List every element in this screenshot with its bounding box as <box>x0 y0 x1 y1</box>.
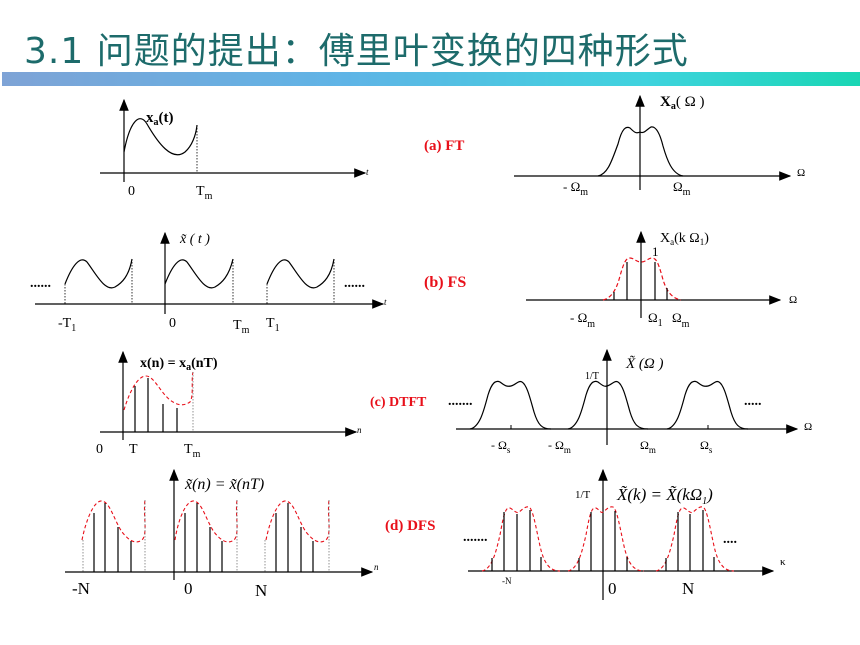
ellipsis-left: ....... <box>448 394 473 409</box>
peak-1-over-t: 1/T <box>575 489 591 501</box>
x-tilde-t-label: x̃ ( t ) <box>179 232 210 247</box>
axis-omega: Ω <box>804 421 812 433</box>
peak-value: 1 <box>652 244 659 259</box>
tick-omega-m: Ωm <box>672 310 690 330</box>
slide-title: 3.1 问题的提出：傅里叶变换的四种形式 <box>24 31 689 72</box>
xn-xa-nt-label: x(n) = xa(nT) <box>140 356 218 373</box>
ellipsis-right: ...... <box>344 276 365 291</box>
xa-k-omega1-label: Xa(k Ω1) <box>660 231 709 247</box>
tick-0: 0 <box>128 184 135 199</box>
axis-omega: Ω <box>797 167 805 179</box>
panel-c-time: x(n) = xa(nT) n 0 T Tm <box>96 350 362 460</box>
tick-t1: T1 <box>266 316 280 334</box>
panel-d-time: x̃(n) = x̃(nT) n -N 0 N <box>65 468 379 600</box>
label-d-dfs: (d) DFS <box>385 518 435 534</box>
xa-t-label: xa(t) <box>146 110 174 128</box>
panel-a-time: xa(t) t 0 Tm <box>100 98 369 202</box>
title-gradient-band <box>2 72 860 86</box>
tick-tm: Tm <box>233 318 250 336</box>
label-c-dtft: (c) DTFT <box>370 395 427 410</box>
panel-a-freq: Xa( Ω ) Ω - Ωm Ωm <box>514 94 805 198</box>
label-b-fs: (b) FS <box>424 274 466 291</box>
axis-kappa: κ <box>780 556 786 568</box>
tick-omega-1: Ω1 <box>648 310 663 329</box>
tick-n: N <box>682 579 694 598</box>
x-tilde-n-label: x̃(n) = x̃(nT) <box>184 476 264 493</box>
tick-neg-omega-s: - Ωs <box>491 438 511 455</box>
ellipsis-right: .... <box>723 532 737 547</box>
tick-neg-omega-m: - Ωm <box>570 310 595 330</box>
tick-tm: Tm <box>184 442 201 460</box>
tick-n: N <box>255 581 267 600</box>
tick-neg-omega-m: - Ωm <box>548 438 571 455</box>
tick-omega-s: Ωs <box>700 438 713 455</box>
tick-neg-omega-m: - Ωm <box>563 179 588 198</box>
tick-neg-t1: -T1 <box>58 316 76 334</box>
xa-omega-label: Xa( Ω ) <box>660 94 704 112</box>
axis-n: n <box>374 562 379 572</box>
panel-b-freq: Xa(k Ω1) 1 Ω - Ωm Ω1 Ωm <box>526 230 797 330</box>
ellipsis-right: ..... <box>744 394 762 409</box>
axis-omega: Ω <box>789 294 797 306</box>
tick-0: 0 <box>608 579 617 598</box>
axis-t: t <box>384 297 387 307</box>
x-tilde-omega-label: X̃ (Ω ) <box>625 356 664 372</box>
tick-tm: Tm <box>196 184 213 202</box>
axis-n: n <box>357 425 362 435</box>
panel-c-freq: ....... ..... X̃ (Ω ) 1/T Ω - Ωs - Ωm Ωm… <box>448 348 812 455</box>
panel-b-time: ...... ...... x̃ ( t ) t -T1 0 Tm T1 <box>30 231 387 336</box>
tick-neg-n: -N <box>502 576 512 586</box>
tick-t: T <box>129 442 138 457</box>
panel-d-freq: ....... .... X̃(k) = X̃(kΩ1) 1/T κ -N 0 … <box>463 468 786 600</box>
tick-0: 0 <box>96 442 103 457</box>
x-tilde-k-label: X̃(k) = X̃(kΩ1) <box>616 485 713 507</box>
ellipsis-left: ....... <box>463 530 488 545</box>
peak-1-over-t: 1/T <box>585 371 599 382</box>
tick-0: 0 <box>169 316 176 331</box>
tick-neg-n: -N <box>72 579 90 598</box>
label-a-ft: (a) FT <box>424 138 464 154</box>
tick-omega-m: Ωm <box>640 438 656 455</box>
tick-omega-m: Ωm <box>673 179 691 198</box>
ellipsis-left: ...... <box>30 276 51 291</box>
tick-0: 0 <box>184 579 193 598</box>
axis-t: t <box>366 167 369 177</box>
